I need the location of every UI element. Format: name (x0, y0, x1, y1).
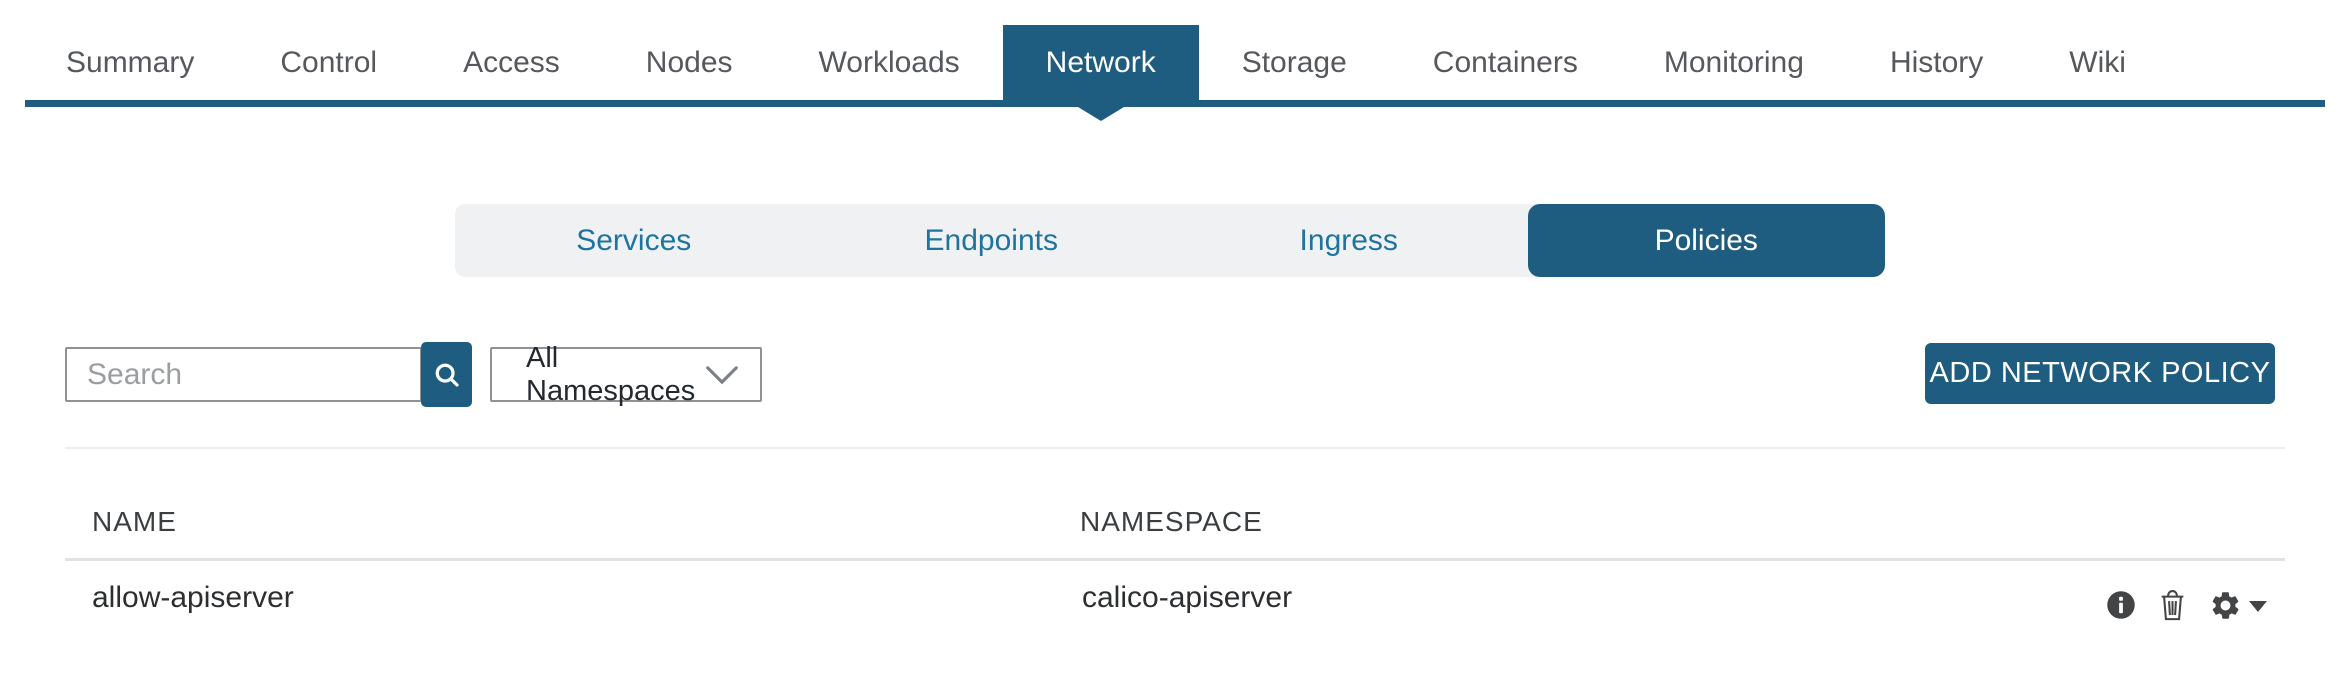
row-actions (2106, 583, 2267, 627)
toolbar-table-divider (65, 447, 2285, 449)
chevron-down-icon (704, 365, 740, 385)
tab-bar-underline (25, 100, 2325, 107)
policy-namespace-cell: calico-apiserver (1082, 581, 1293, 614)
search-button[interactable] (421, 342, 472, 407)
search-input[interactable] (65, 347, 422, 402)
tab-wiki[interactable]: Wiki (2069, 45, 2126, 79)
tab-storage[interactable]: Storage (1241, 45, 1347, 79)
tab-nodes[interactable]: Nodes (645, 45, 733, 79)
trash-icon (2160, 589, 2185, 621)
settings-menu-button[interactable] (2209, 589, 2267, 622)
tab-workloads[interactable]: Workloads (818, 45, 960, 79)
tab-history[interactable]: History (1889, 45, 1984, 79)
subtab-endpoints[interactable]: Endpoints (924, 223, 1058, 257)
table-header-divider (65, 558, 2285, 561)
add-network-policy-button[interactable]: ADD NETWORK POLICY (1925, 343, 2275, 404)
tab-access[interactable]: Access (463, 45, 560, 79)
search-icon (432, 360, 462, 390)
cluster-tab-bar: Summary Control Access Nodes Workloads N… (23, 25, 2352, 121)
column-header-name: NAME (92, 506, 177, 537)
column-header-namespace: NAMESPACE (1080, 506, 1263, 537)
caret-down-icon (2249, 601, 2267, 612)
subtab-policies[interactable]: Policies (1527, 204, 1885, 277)
subtab-services[interactable]: Services (576, 223, 692, 257)
delete-button[interactable] (2160, 589, 2185, 621)
network-subtab-bar: Services Endpoints Ingress Policies (455, 204, 1885, 277)
tab-summary[interactable]: Summary (66, 45, 195, 79)
namespace-dropdown-value: All Namespaces (526, 341, 696, 407)
gear-icon (2209, 589, 2242, 622)
tab-containers[interactable]: Containers (1432, 45, 1578, 79)
info-button[interactable] (2106, 590, 2136, 620)
policy-name-cell[interactable]: allow-apiserver (92, 581, 294, 614)
tab-control[interactable]: Control (280, 45, 378, 79)
tab-network[interactable]: Network (1002, 25, 1199, 121)
namespace-dropdown[interactable]: All Namespaces (490, 342, 762, 407)
tab-monitoring[interactable]: Monitoring (1663, 45, 1804, 79)
subtab-ingress[interactable]: Ingress (1299, 223, 1398, 257)
info-icon (2106, 590, 2136, 620)
